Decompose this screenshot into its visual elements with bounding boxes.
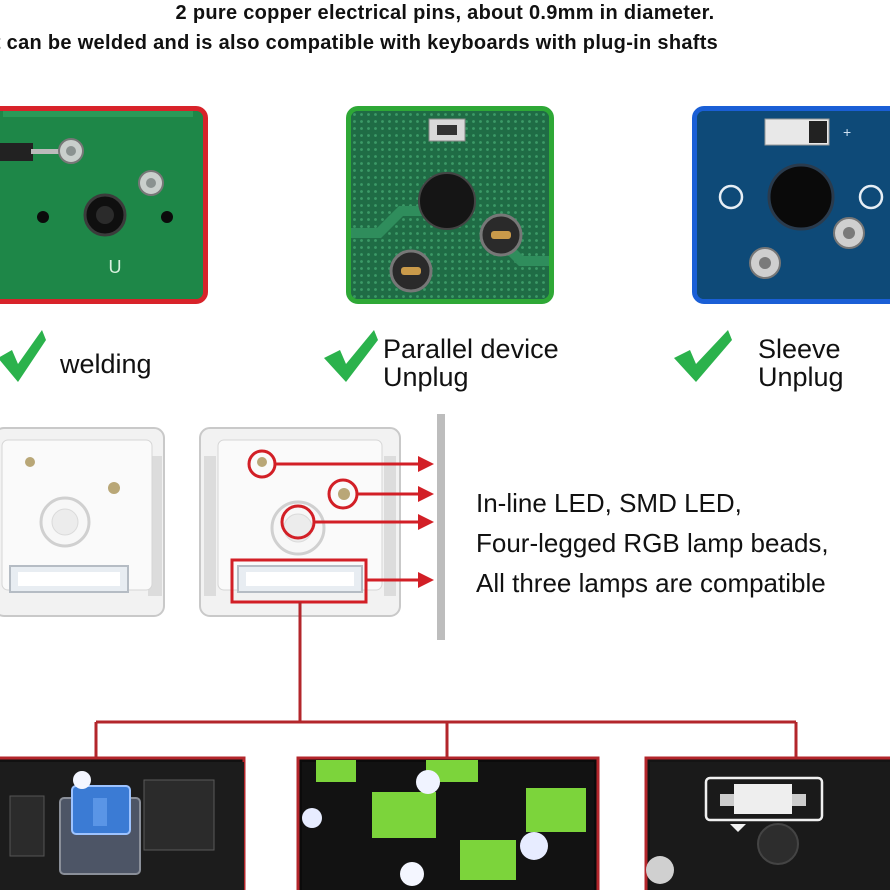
svg-text:+: +: [843, 124, 851, 140]
parallel-device-pcb-illustration: [351, 111, 549, 299]
sleeve-pcb-illustration: +: [697, 111, 890, 299]
switch-diagram: [0, 414, 890, 890]
welding-label: welding: [60, 349, 152, 379]
welding-pcb-photo: U: [0, 106, 208, 304]
check-icon: [674, 330, 732, 382]
header-line-2: It can be welded and is also compatible …: [0, 32, 719, 54]
blue-switch-keyboard-photo: [0, 756, 246, 890]
parallel-device-label-line1: Parallel device: [383, 334, 559, 364]
led-info-line1: In-line LED, SMD LED,: [476, 488, 742, 518]
sleeve-pcb-photo: +: [692, 106, 890, 304]
led-info-line2: Four-legged RGB lamp beads,: [476, 528, 829, 558]
callout-arrowheads: [418, 456, 434, 588]
sleeve-label-line1: Sleeve: [758, 334, 841, 364]
pcb-mark: U: [109, 257, 122, 277]
check-icon: [324, 330, 378, 382]
smd-led-pcb-photo: [644, 756, 890, 890]
header-line-1: 2 pure copper electrical pins, about 0.9…: [175, 2, 715, 24]
divider-bar: [437, 414, 445, 640]
switch-bottom-left: [0, 427, 165, 617]
sleeve-label-line2: Unplug: [758, 362, 844, 392]
led-info-line3: All three lamps are compatible: [476, 568, 826, 598]
parallel-device-label-line2: Unplug: [383, 362, 469, 392]
tree-connector: [94, 602, 798, 760]
parallel-device-pcb-photo: [346, 106, 554, 304]
check-icon: [0, 330, 46, 382]
green-switch-keyboard-photo: [296, 756, 600, 890]
welding-pcb-illustration: U: [0, 111, 203, 299]
